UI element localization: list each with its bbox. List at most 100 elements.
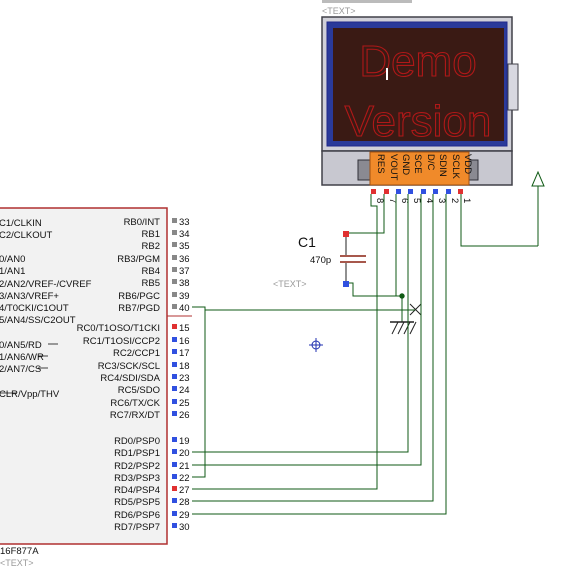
mcu-pin-number: 20	[179, 448, 190, 459]
mcu-pin-terminal[interactable]	[172, 324, 177, 329]
mcu-pin-terminal[interactable]	[172, 437, 177, 442]
mcu-chip[interactable]: C1/CLKINC2/CLKOUT0/AN01/AN12/AN2/VREF-/C…	[0, 207, 192, 568]
lcd-module[interactable]: <TEXT> Demo Version RES8VOUT7GND6SCE5D/C…	[321, 0, 519, 203]
mcu-pin-terminal[interactable]	[172, 242, 177, 247]
mcu-pin-number: 21	[179, 461, 190, 472]
capacitor-value: 470p	[310, 255, 331, 266]
lcd-pin-label: VDD	[462, 154, 473, 174]
capacitor-c1[interactable]: C1 470p <TEXT>	[273, 231, 366, 289]
mcu-right-pin-label: RB6/PGC	[118, 291, 160, 302]
mcu-right-pin-label: RB2	[142, 241, 160, 252]
lcd-demo-line2: Version	[345, 97, 492, 146]
lcd-pin-label: GND	[400, 154, 411, 175]
mcu-right-pin-label: RC7/RX/DT	[110, 410, 160, 421]
mcu-pin-terminal[interactable]	[172, 292, 177, 297]
lcd-pin-number: 7	[387, 198, 398, 203]
mcu-pin-terminal[interactable]	[172, 449, 177, 454]
no-connect-line-b	[409, 303, 422, 316]
mcu-body	[0, 207, 168, 545]
mcu-right-pin-label: RD3/PSP3	[114, 473, 160, 484]
lcd-pin-terminal[interactable]	[371, 189, 376, 194]
mcu-right-pin-label: RC1/T1OSI/CCP2	[83, 336, 160, 347]
mcu-right-pin-label: RB1	[142, 229, 160, 240]
mcu-pin-number: 28	[179, 497, 190, 508]
mcu-right-pin-label: RD6/PSP6	[114, 510, 160, 521]
lcd-pin-label: SCE	[412, 154, 423, 174]
mcu-pin-terminal[interactable]	[172, 511, 177, 516]
power-arrow-icon	[531, 170, 545, 187]
lcd-pin-terminal[interactable]	[396, 189, 401, 194]
lcd-pin-terminal[interactable]	[421, 189, 426, 194]
capacitor-ref: C1	[298, 234, 316, 250]
mcu-pin-terminal[interactable]	[172, 230, 177, 235]
mcu-pin-number: 40	[179, 303, 190, 314]
mcu-pin-terminal[interactable]	[172, 349, 177, 354]
ground-hatch-2	[397, 321, 405, 335]
lcd-pin-terminal[interactable]	[384, 189, 389, 194]
power-arrow[interactable]	[531, 170, 545, 246]
mcu-right-pin-label: RC0/T1OSO/T1CKI	[77, 323, 160, 334]
mcu-pin-terminal[interactable]	[172, 411, 177, 416]
ground-hatch-4	[409, 321, 417, 335]
lcd-pin-label: RES	[375, 154, 386, 174]
wire-sclk	[192, 194, 447, 515]
mcu-pin-number: 18	[179, 361, 190, 372]
lcd-pin-label: SCLK	[450, 154, 461, 179]
wire-vdd	[460, 194, 538, 247]
mcu-left-pin-label: 5/AN4/SS/C2OUT	[0, 315, 76, 326]
mcu-pin-terminal[interactable]	[172, 386, 177, 391]
no-connect-marker[interactable]	[409, 303, 422, 316]
wire-cap-bottom	[349, 282, 402, 297]
mcu-right-pin-label: RC2/CCP1	[113, 348, 160, 359]
mcu-pin-terminal[interactable]	[172, 498, 177, 503]
mcu-pin-terminal[interactable]	[172, 279, 177, 284]
ground-symbol[interactable]	[390, 296, 417, 335]
mcu-left-pin-label: 4/T0CKI/C1OUT	[0, 303, 69, 314]
lcd-pin-number: 2	[449, 198, 460, 203]
ground-hatch-3	[403, 321, 411, 335]
wire-junction	[399, 293, 405, 299]
mcu-pin-terminal[interactable]	[172, 374, 177, 379]
mcu-right-pin-label: RD2/PSP2	[114, 461, 160, 472]
mcu-right-pin-label: RC3/SCK/SCL	[98, 361, 160, 372]
capacitor-pin1[interactable]	[343, 231, 349, 237]
mcu-left-pin-label: 0/AN0	[0, 254, 25, 265]
lcd-pin-number: 3	[436, 198, 447, 203]
mcu-pin-terminal[interactable]	[172, 337, 177, 342]
mcu-part-label: 16F877A	[0, 546, 39, 557]
mcu-pin-number: 39	[179, 291, 190, 302]
mcu-pin-terminal[interactable]	[172, 486, 177, 491]
lcd-pin-terminal[interactable]	[433, 189, 438, 194]
mcu-pin-terminal[interactable]	[172, 362, 177, 367]
lcd-pin-terminal[interactable]	[458, 189, 463, 194]
mcu-pin-number: 37	[179, 266, 190, 277]
mcu-pin-terminal[interactable]	[172, 462, 177, 467]
mcu-pin-terminal[interactable]	[172, 267, 177, 272]
mcu-right-pin-label: RB3/PGM	[117, 254, 160, 265]
wires[interactable]	[192, 194, 538, 515]
mcu-left-pin-label: C1/CLKIN	[0, 218, 42, 229]
wire-sdin	[192, 194, 434, 502]
mcu-pin-number: 19	[179, 436, 190, 447]
lcd-pin-terminal[interactable]	[446, 189, 451, 194]
mcu-left-pin-label: C2/CLKOUT	[0, 230, 53, 241]
mcu-pin-number: 24	[179, 385, 190, 396]
mcu-right-pin-label: RB0/INT	[124, 217, 161, 228]
mcu-pin-terminal[interactable]	[172, 474, 177, 479]
lcd-pin-number: 4	[424, 198, 435, 203]
mcu-right-pin-label: RB4	[142, 266, 160, 277]
mcu-pin-terminal[interactable]	[172, 304, 177, 309]
mcu-pin-terminal[interactable]	[172, 218, 177, 223]
mcu-pin-terminal[interactable]	[172, 399, 177, 404]
capacitor-pin2[interactable]	[343, 281, 349, 287]
lcd-pin-terminal[interactable]	[408, 189, 413, 194]
lcd-pin-number: 8	[374, 198, 385, 203]
wire-sce	[192, 194, 409, 453]
mcu-left-pin-label: 1/AN6/WR	[0, 352, 44, 363]
mcu-pin-number: 26	[179, 410, 190, 421]
lcd-pin-header	[369, 151, 470, 186]
mcu-pin-terminal[interactable]	[172, 255, 177, 260]
mcu-right-pin-label: RB7/PGD	[118, 303, 160, 314]
mcu-pin-terminal[interactable]	[172, 523, 177, 528]
